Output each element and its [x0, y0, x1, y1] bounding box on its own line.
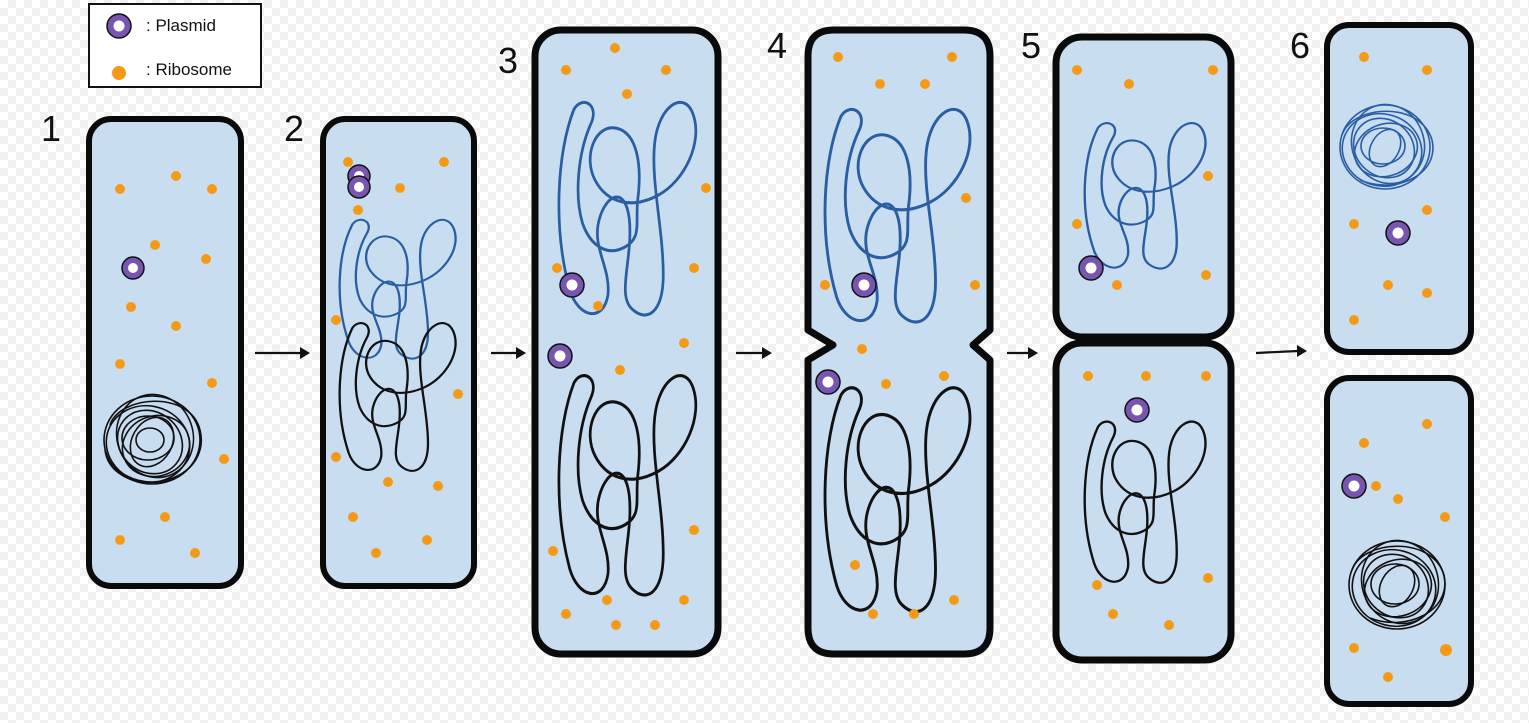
cell-4 — [804, 26, 994, 658]
cell-membrane-top — [1052, 33, 1235, 341]
legend-ribosome-label: : Ribosome — [146, 60, 232, 79]
nucleoid-coiled-dna — [103, 393, 203, 485]
daughter-cell-top — [1324, 22, 1474, 355]
legend-plasmid-row: : Plasmid — [90, 9, 260, 39]
process-arrows — [255, 345, 1307, 359]
cell-membrane — [86, 116, 244, 589]
plasmids — [1078, 255, 1150, 423]
ribosomes — [548, 43, 711, 630]
cell-2 — [320, 116, 477, 589]
ribosomes — [115, 171, 229, 558]
plasmid — [121, 256, 145, 280]
step-label-6: 6 — [1290, 25, 1311, 66]
legend: : Plasmid : Ribosome — [88, 3, 262, 88]
cell-1 — [86, 116, 244, 589]
plasmids — [815, 272, 877, 395]
ribosome-icon — [112, 66, 126, 80]
step-label-1: 1 — [41, 108, 62, 149]
arrow-1-to-2 — [255, 347, 310, 359]
nucleoid-coiled-dna-black — [1348, 539, 1446, 630]
plasmids — [1341, 220, 1411, 499]
ribosomes — [1349, 52, 1452, 682]
ribosomes — [331, 157, 463, 558]
step-label-2: 2 — [284, 108, 305, 149]
step-label-3: 3 — [498, 40, 519, 81]
arrow-2-to-3 — [491, 347, 526, 359]
legend-plasmid-label: : Plasmid — [146, 16, 216, 35]
cell-3 — [531, 26, 722, 658]
step-label-5: 5 — [1021, 25, 1042, 66]
arrow-3-to-4 — [736, 347, 772, 359]
ribosomes — [1072, 65, 1218, 630]
plasmids — [547, 272, 585, 369]
cell-5 — [1052, 33, 1235, 664]
ribosomes — [820, 52, 980, 619]
cell-6 — [1324, 22, 1474, 707]
plasmids — [347, 164, 371, 199]
arrow-4-to-5 — [1007, 347, 1038, 359]
legend-ribosome-row: : Ribosome — [90, 55, 260, 85]
arrow-5-to-6 — [1255, 345, 1307, 357]
plasmid-icon — [106, 13, 132, 39]
nucleoid-coiled-dna-blue — [1339, 103, 1434, 190]
step-label-4: 4 — [767, 25, 788, 66]
cell-membrane-pinching — [804, 26, 994, 658]
